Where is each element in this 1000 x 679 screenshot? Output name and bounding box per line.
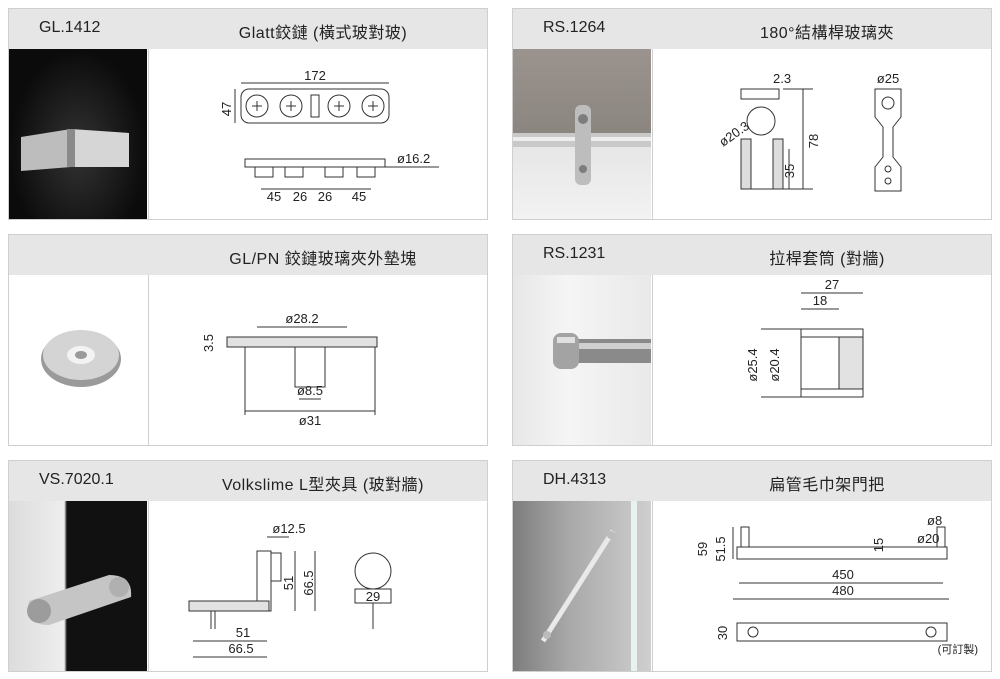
dim-diameter: ø28.2	[285, 311, 318, 326]
product-title: Volkslime L型夾具 (玻對牆)	[221, 477, 425, 494]
technical-drawing: 2.3 ø25 ø20.3 78 35	[652, 49, 992, 219]
product-code: RS.1231	[543, 245, 606, 262]
product-title: GL/PN 鉸鏈玻璃夾外墊塊	[229, 251, 417, 268]
dim-base: 51	[236, 625, 250, 640]
product-photo	[9, 501, 147, 671]
dim-height: 59	[695, 542, 710, 556]
card-header	[513, 461, 991, 501]
dim-height: 78	[806, 134, 821, 148]
product-photo	[513, 49, 651, 219]
technical-drawing: ø28.2 3.5 ø8.5 ø31	[148, 275, 488, 445]
dim-diameter: ø25	[877, 71, 899, 86]
card-header	[9, 235, 487, 275]
dim-total-base: 66.5	[228, 641, 253, 656]
product-card-glpn-pad: GL/PN 鉸鏈玻璃夾外墊塊 ø28.2 3.5 ø8.5 ø31	[8, 234, 488, 446]
technical-drawing: ø12.5 51 66.5 29 51 66.5	[148, 501, 488, 671]
product-title: 扁管毛巾架門把	[769, 477, 885, 494]
dim-diameter: ø16.2	[397, 151, 430, 166]
dim-hole: ø8.5	[297, 383, 323, 398]
dim-gap: 2.3	[773, 71, 791, 86]
product-photo	[9, 275, 147, 445]
dim-total-height: 66.5	[301, 570, 316, 595]
dim-diameter: ø12.5	[272, 521, 305, 536]
dim-bar-height: 30	[715, 626, 730, 640]
dim-depth: 35	[782, 164, 797, 178]
dim-total-length: 480	[832, 583, 854, 598]
product-card-rs1231: RS.1231 拉桿套筒 (對牆) 27 18 ø25.4 ø20.4	[512, 234, 992, 446]
dim-inner-diameter: ø20.4	[767, 348, 782, 381]
dim-spacing: 26	[293, 189, 307, 204]
product-title: Glatt鉸鏈 (橫式玻對玻)	[238, 25, 408, 42]
dim-offset: 51.5	[713, 536, 728, 561]
dim-spacing: 45	[352, 189, 366, 204]
technical-drawing: 27 18 ø25.4 ø20.4	[652, 275, 992, 445]
product-photo	[513, 501, 651, 671]
product-code: RS.1264	[543, 19, 606, 36]
product-photo	[9, 49, 147, 219]
dim-spacing: 45	[267, 189, 281, 204]
technical-drawing: 172 47 ø16.2 45 26 26 45	[148, 49, 488, 219]
product-card-vs7020: VS.7020.1 Volkslime L型夾具 (玻對牆)	[8, 460, 488, 672]
custom-order-note: (可訂製)	[937, 644, 978, 656]
dim-height: 51	[281, 576, 296, 590]
product-card-gl1412: GL.1412 Glatt鉸鏈 (橫式玻對玻)	[8, 8, 488, 220]
dim-length: 172	[304, 68, 326, 83]
product-photo	[513, 275, 651, 445]
dim-outer: ø31	[299, 413, 321, 428]
dim-spacing: 26	[318, 189, 332, 204]
card-header	[9, 461, 487, 501]
card-header	[513, 9, 991, 49]
product-title: 180°結構桿玻璃夾	[759, 25, 895, 42]
dim-width: 29	[366, 589, 380, 604]
product-card-rs1264: RS.1264 180°結構桿玻璃夾	[512, 8, 992, 220]
dim-length: 27	[825, 277, 839, 292]
product-code: DH.4313	[543, 471, 607, 488]
product-code: GL.1412	[39, 19, 101, 36]
dim-post-diameter: ø20	[917, 531, 939, 546]
dim-pin-diameter: ø8	[927, 513, 942, 528]
product-card-dh4313: DH.4313 扁管毛巾架門把 59 51.5 15 ø8	[512, 460, 992, 672]
card-header	[513, 235, 991, 275]
dim-height: 47	[219, 102, 234, 116]
product-title: 拉桿套筒 (對牆)	[769, 251, 885, 268]
technical-drawing: 59 51.5 15 ø8 ø20 450 480 30 (可訂製)	[652, 501, 992, 671]
dim-thickness: 3.5	[201, 334, 216, 352]
dim-flat: 15	[871, 538, 886, 552]
dim-inset: 18	[813, 293, 827, 308]
dim-outer-diameter: ø25.4	[745, 348, 760, 381]
card-header	[9, 9, 487, 49]
product-code: VS.7020.1	[39, 471, 114, 488]
dim-center: 450	[832, 567, 854, 582]
